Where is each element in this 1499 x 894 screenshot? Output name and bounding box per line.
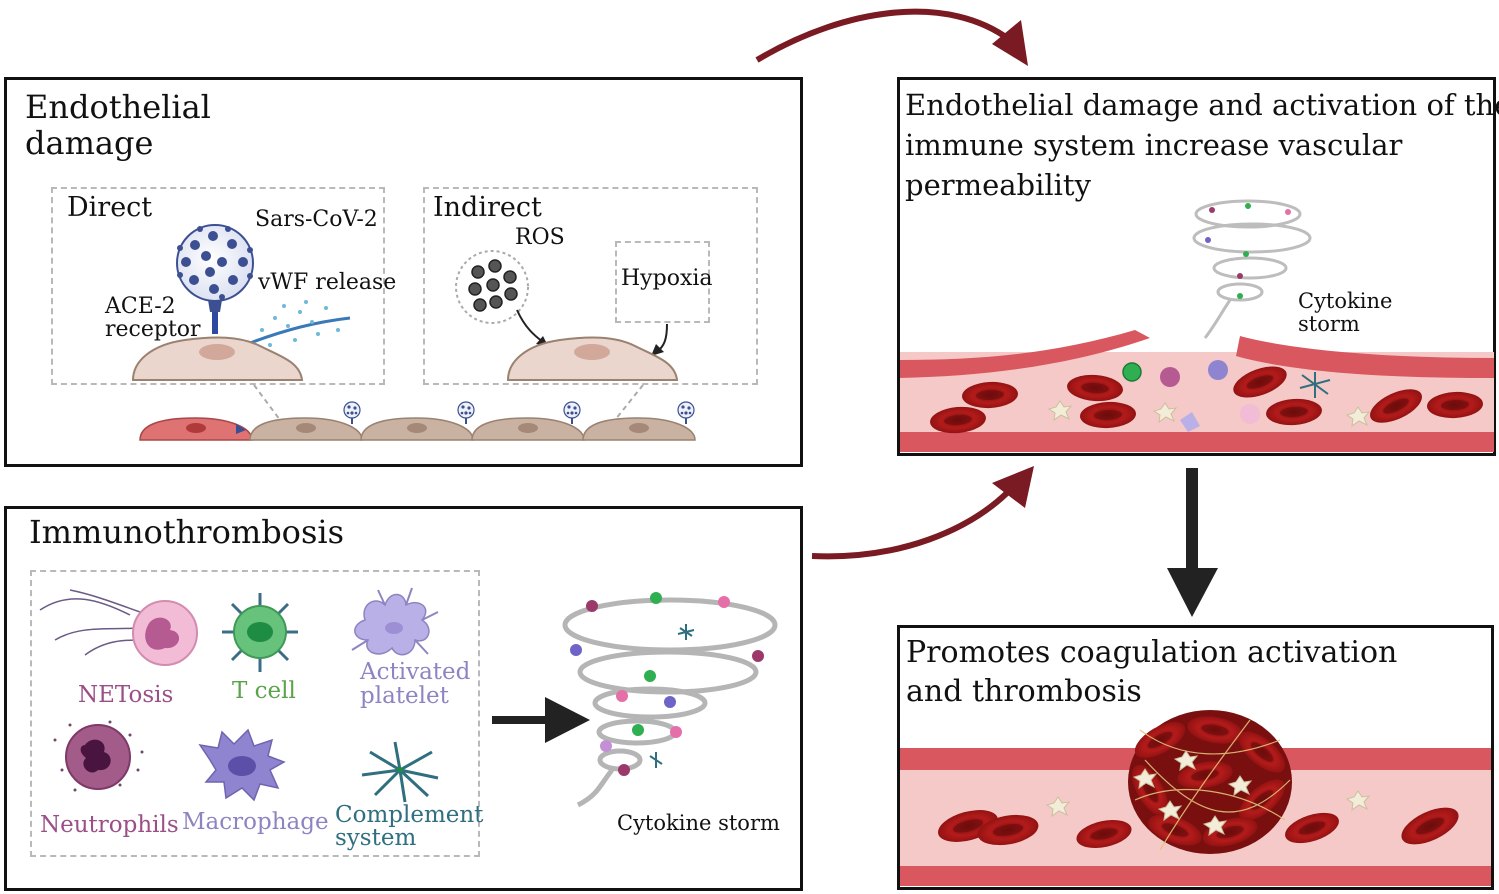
complement-icon (361, 741, 439, 803)
endothelial-damage-title: Endothelial damage (25, 88, 211, 162)
cytokine-tornado-icon (562, 597, 778, 808)
ace2-receptor-label: ACE-2 receptor (105, 294, 201, 343)
ros-particles-icon (455, 250, 529, 324)
activated-platelet-icon (351, 587, 439, 656)
coagulation-title: Promotes coagulation activation and thro… (906, 635, 1398, 709)
curved-arrow-middle-icon (811, 466, 1034, 560)
t-cell-icon (222, 593, 298, 672)
damaged-vessel-icon (900, 330, 1494, 452)
thrombus-icon (1124, 710, 1292, 854)
direct-box (51, 187, 385, 385)
down-arrow-icon (1167, 468, 1218, 617)
macrophage-label: Macrophage (182, 809, 329, 835)
endothelial-cell-indirect-icon (506, 336, 679, 381)
macrophage-icon (198, 728, 286, 802)
right-arrow-icon (492, 697, 590, 743)
indirect-box (423, 187, 758, 385)
sars-cov-2-virus-icon (176, 224, 254, 334)
t-cell-label: T cell (232, 678, 296, 704)
indirect-label: Indirect (433, 192, 542, 223)
neutrophils-label: Neutrophils (40, 812, 179, 838)
immunothrombosis-title: Immunothrombosis (29, 513, 345, 551)
endothelial-layer-icon (139, 401, 696, 441)
hypoxia-label: Hypoxia (621, 266, 713, 291)
curved-arrow-top-icon (755, 8, 1028, 66)
neutrophil-icon (53, 720, 144, 792)
ros-arrow-icon (516, 309, 544, 343)
ros-label: ROS (515, 225, 565, 250)
tornado-cells-icon (570, 592, 764, 776)
direct-label: Direct (67, 192, 153, 223)
permeability-cytokine-storm-label: Cytokine storm (1298, 289, 1393, 336)
hypoxia-box (615, 241, 710, 323)
netosis-label: NETosis (78, 682, 174, 708)
endothelial-cell-direct-icon (131, 336, 304, 381)
permeability-title: Endothelial damage and activation of the… (905, 88, 1499, 203)
endothelial-damage-panel (4, 77, 803, 467)
sars-cov-2-label: Sars-CoV-2 (255, 207, 378, 232)
cytokine-storm-label: Cytokine storm (617, 811, 780, 835)
permeability-tornado-icon (1192, 199, 1312, 339)
netosis-icon (39, 589, 198, 666)
complement-system-label: Complement system (335, 802, 484, 852)
activated-platelet-label: Activated platelet (360, 659, 471, 710)
immune-cells-box (30, 570, 480, 857)
vwf-release-icon (249, 300, 351, 347)
vwf-release-label: vWF release (258, 270, 397, 295)
